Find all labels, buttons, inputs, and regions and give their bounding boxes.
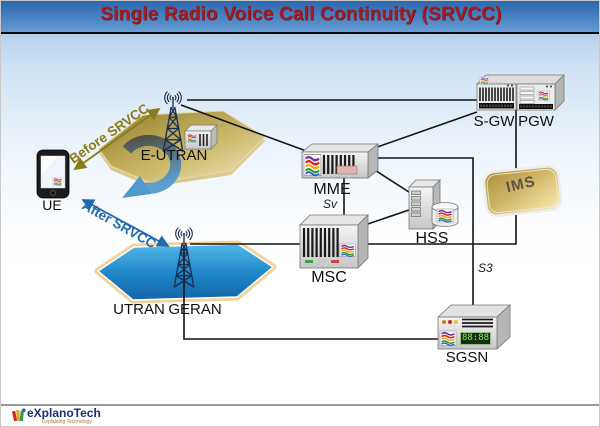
sgsn-label: SGSN [445, 349, 489, 366]
before-srvcc-arrow [73, 107, 161, 171]
mme-label: MME [313, 181, 351, 198]
geran-label: GERAN [168, 301, 222, 318]
sgw-label: S-GW [473, 113, 515, 130]
interface-s3-label: S3 [478, 261, 493, 275]
ue-label: UE [42, 197, 62, 213]
eutran-label: E-UTRAN [140, 147, 208, 164]
line-eutran-mme [180, 104, 310, 153]
connection-lines [180, 99, 517, 340]
sgsn-led-display: 88:88 [460, 332, 491, 345]
footer-divider [1, 404, 599, 406]
pgw-label: PGW [518, 113, 554, 130]
line-utran-sgsn [183, 249, 438, 340]
line-utran-msc-ims-pgw [190, 109, 517, 245]
line-mme-sgw [362, 111, 478, 153]
msc-server-icon [299, 214, 369, 269]
hss-server-icon [408, 179, 459, 230]
sgw-server-icon [476, 74, 565, 111]
enodeb-box-icon [184, 124, 218, 150]
utran-label: UTRAN [113, 301, 165, 318]
line-mme-sgsn-s3 [378, 157, 474, 311]
mme-server-icon [300, 143, 380, 179]
brand-tagline: Explaining Technology [42, 419, 92, 425]
ims-slab-shape [482, 164, 563, 217]
brand-logo-icon [12, 408, 26, 422]
title-band: Single Radio Voice Call Continuity (SRVC… [1, 1, 599, 34]
after-srvcc-arrow [81, 199, 170, 247]
pgw-server-icon [516, 83, 556, 111]
hss-label: HSS [415, 230, 449, 247]
curved-handover-arrow [122, 134, 182, 198]
msc-label: MSC [311, 269, 347, 286]
interface-sv-label: Sv [322, 197, 337, 211]
page-title: Single Radio Voice Call Continuity (SRVC… [100, 4, 502, 25]
ue-phone-icon [36, 149, 70, 199]
utran-geran-hexagon [94, 240, 277, 304]
brand-name: eXplanoTech [27, 406, 101, 420]
